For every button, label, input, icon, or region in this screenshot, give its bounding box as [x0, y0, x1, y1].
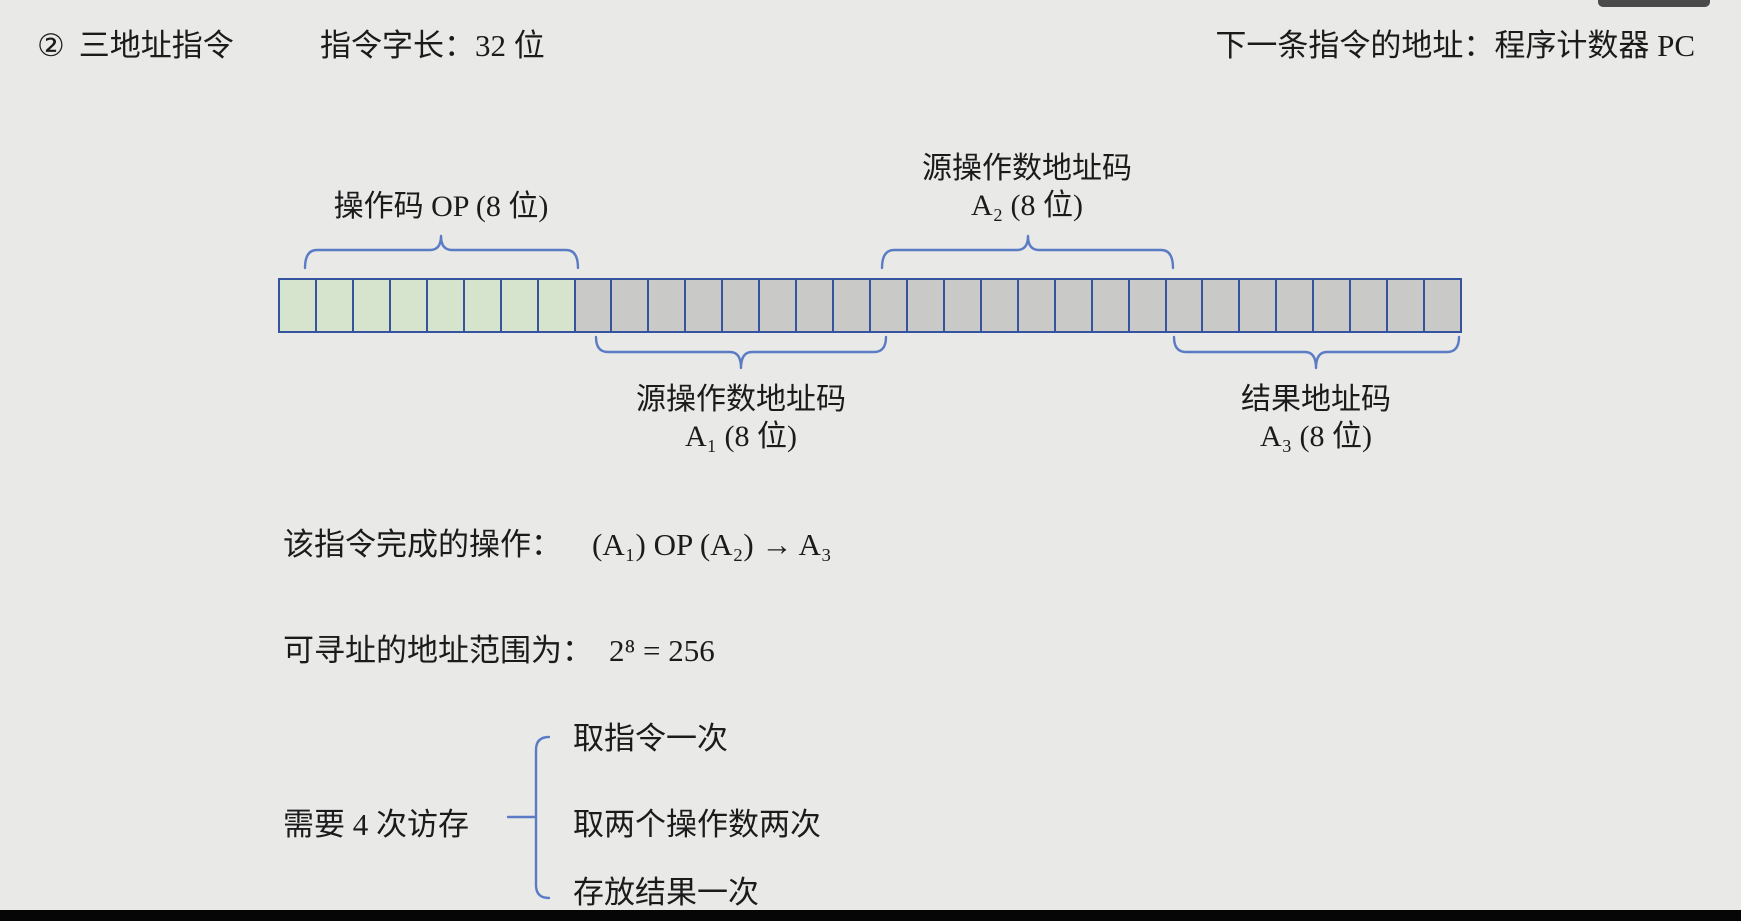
memory-access-label: 需要 4 次访存 [283, 807, 469, 842]
a1-field-label-line2: A₁ (8 位) [684, 420, 798, 453]
word-length-label: 指令字长：32 位 [320, 28, 545, 63]
a1-bracket [594, 335, 888, 370]
bit-cell-a2 [869, 280, 906, 331]
bit-cell-a1 [758, 280, 796, 331]
a2-field-label-line2: A₂ (8 位) [970, 189, 1084, 222]
bit-cell-a1 [647, 280, 685, 331]
title-text: 三地址指令 [78, 28, 234, 63]
memory-access-brace [506, 735, 551, 900]
a1-field-label-line1: 源操作数地址码 [636, 383, 846, 416]
bit-cell-a2 [979, 280, 1017, 331]
bit-cell-a3 [1386, 280, 1424, 331]
bit-cell-a2 [1016, 280, 1054, 331]
letterbox-bar [0, 910, 1741, 921]
bit-cell-a2 [1127, 280, 1165, 331]
operation-formula: (A₁) OP (A₂) → A₃ [592, 527, 832, 562]
bit-cell-a3 [1423, 280, 1460, 331]
op-field-label: 操作码 OP (8 位) [333, 190, 549, 223]
bit-cell-a2 [1053, 280, 1091, 331]
memory-access-item: 取两个操作数两次 [573, 807, 821, 842]
next-instruction-label: 下一条指令的地址：程序计数器 PC [1215, 28, 1695, 63]
bit-cell-a1 [832, 280, 869, 331]
bit-cell-a3 [1275, 280, 1313, 331]
a2-field-label: 源操作数地址码 A₂ (8 位) [827, 150, 1227, 224]
bit-cell-op [351, 280, 389, 331]
memory-access-item: 存放结果一次 [573, 875, 759, 910]
address-range-value: 2⁸ = 256 [609, 633, 715, 668]
bit-cell-a1 [610, 280, 648, 331]
bit-cell-a3 [1201, 280, 1239, 331]
bit-cell-a3 [1312, 280, 1350, 331]
bit-cell-op [280, 280, 315, 331]
bit-cell-a1 [721, 280, 759, 331]
a3-bracket [1172, 335, 1461, 370]
operation-label: 该指令完成的操作： [283, 527, 562, 562]
op-bracket [303, 234, 580, 270]
title-bullet: ② [37, 28, 65, 63]
bit-cell-a3 [1238, 280, 1276, 331]
address-range-label: 可寻址的地址范围为： [283, 633, 593, 668]
a3-field-label: 结果地址码 A₃ (8 位) [1116, 381, 1516, 455]
bit-cell-a1 [795, 280, 833, 331]
bit-cell-op [388, 280, 426, 331]
bit-cell-a1 [684, 280, 722, 331]
address-range-line: 可寻址的地址范围为： 2⁸ = 256 [283, 625, 715, 670]
bit-cell-op [536, 280, 574, 331]
bit-cell-op [499, 280, 537, 331]
bit-cell-a3 [1164, 280, 1202, 331]
instruction-bar [278, 278, 1462, 333]
corner-overlay-tab [1598, 0, 1710, 7]
bit-cell-op [425, 280, 463, 331]
bit-cell-op [314, 280, 352, 331]
bit-cell-a3 [1349, 280, 1387, 331]
slide-title: ② 三地址指令 [37, 20, 234, 65]
memory-access-item: 取指令一次 [573, 721, 728, 756]
a2-field-label-line1: 源操作数地址码 [922, 152, 1132, 185]
bit-cell-a2 [942, 280, 980, 331]
a2-bracket [880, 234, 1175, 270]
a1-field-label: 源操作数地址码 A₁ (8 位) [541, 381, 941, 455]
a3-field-label-line2: A₃ (8 位) [1259, 420, 1373, 453]
bit-cell-op [462, 280, 500, 331]
bit-cell-a2 [905, 280, 943, 331]
operation-line: 该指令完成的操作： (A₁) OP (A₂) → A₃ [283, 519, 832, 564]
bit-cell-a1 [573, 280, 611, 331]
bit-cell-a2 [1090, 280, 1128, 331]
a3-field-label-line1: 结果地址码 [1241, 383, 1391, 416]
